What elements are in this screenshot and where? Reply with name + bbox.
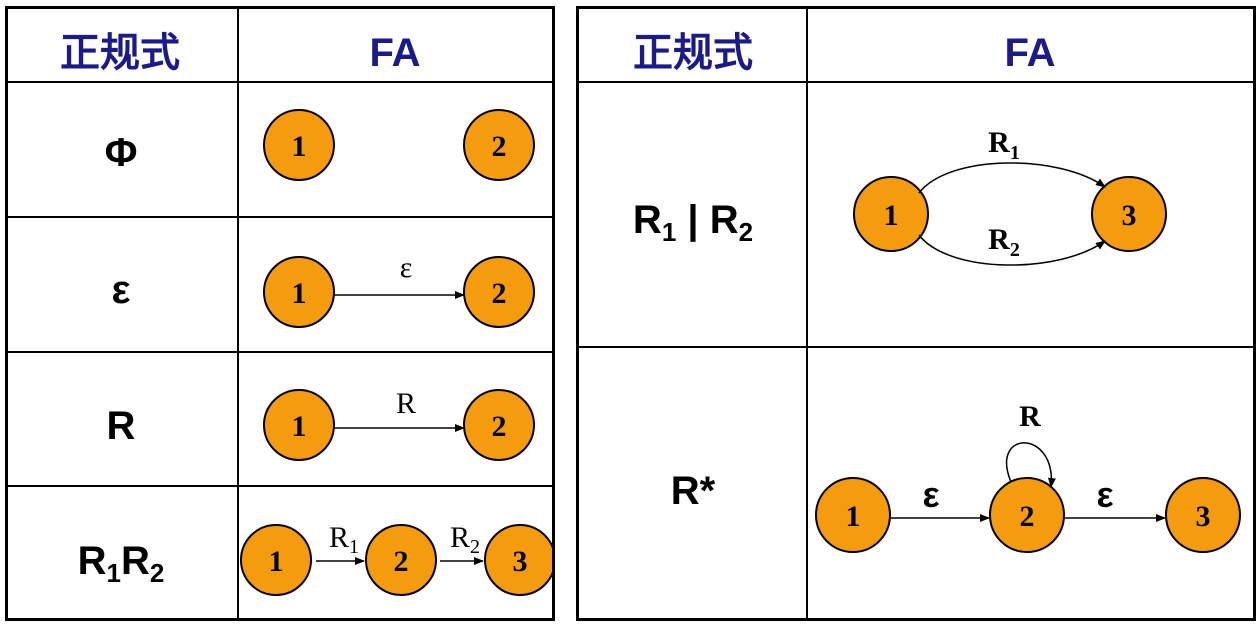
regex-r: R: [107, 404, 136, 448]
svg-text:3: 3: [513, 545, 528, 578]
self-loop-arrow: [1005, 442, 1056, 488]
state-node: 2: [463, 109, 535, 181]
transition-arrow: [918, 234, 1106, 266]
svg-text:2: 2: [1020, 500, 1035, 533]
state-node: 2: [463, 256, 535, 328]
state-node: 2: [463, 389, 535, 461]
regex-epsilon: ε: [112, 268, 131, 312]
svg-text:1: 1: [292, 410, 307, 443]
header-fa: FA: [1004, 31, 1055, 75]
transition-label: R: [396, 387, 416, 420]
svg-text:1: 1: [269, 545, 284, 578]
transition-arrow: [918, 162, 1106, 194]
regex-empty-set: Φ: [105, 131, 138, 175]
state-node: 1: [263, 109, 335, 181]
svg-text:3: 3: [1122, 199, 1137, 232]
regex-concat: R1R2: [78, 539, 165, 588]
transition-label: R: [1019, 400, 1041, 433]
svg-text:2: 2: [394, 545, 409, 578]
state-node: 1: [853, 176, 929, 252]
header-regex: 正规式: [633, 31, 753, 75]
transition-label: R2: [450, 521, 480, 558]
state-node: 2: [365, 524, 437, 596]
svg-text:1: 1: [292, 130, 307, 163]
transition-label: ε: [1096, 474, 1113, 515]
header-regex: 正规式: [60, 31, 180, 75]
transition-label: R1: [988, 126, 1020, 164]
state-node: 3: [1091, 176, 1167, 252]
right-table: 正规式 FA R1 | R2 1 3 R1 R2 R* 1 2 3: [576, 6, 1256, 621]
transition-label: ε: [922, 474, 939, 515]
svg-text:1: 1: [884, 199, 899, 232]
svg-text:1: 1: [292, 277, 307, 310]
state-node: 2: [989, 477, 1065, 553]
svg-text:3: 3: [1196, 500, 1211, 533]
regex-union: R1 | R2: [633, 198, 753, 247]
left-table: 正规式 FA Φ 1 2 ε 1 2 ε R 1: [5, 6, 555, 621]
svg-text:1: 1: [846, 500, 861, 533]
svg-text:2: 2: [492, 410, 507, 443]
transition-label: ε: [400, 251, 413, 284]
right-table-canvas: 正规式 FA R1 | R2 1 3 R1 R2 R* 1 2 3: [579, 9, 1253, 618]
state-node: 3: [484, 524, 552, 596]
regex-closure: R*: [671, 469, 716, 513]
state-node: 1: [263, 256, 335, 328]
svg-text:2: 2: [492, 277, 507, 310]
state-node: 1: [240, 524, 312, 596]
left-table-canvas: 正规式 FA Φ 1 2 ε 1 2 ε R 1: [8, 9, 552, 618]
state-node: 1: [263, 389, 335, 461]
header-fa: FA: [369, 31, 420, 75]
svg-text:2: 2: [492, 130, 507, 163]
state-node: 1: [815, 477, 891, 553]
state-node: 3: [1165, 477, 1241, 553]
transition-label: R2: [988, 223, 1020, 261]
transition-label: R1: [329, 521, 359, 558]
